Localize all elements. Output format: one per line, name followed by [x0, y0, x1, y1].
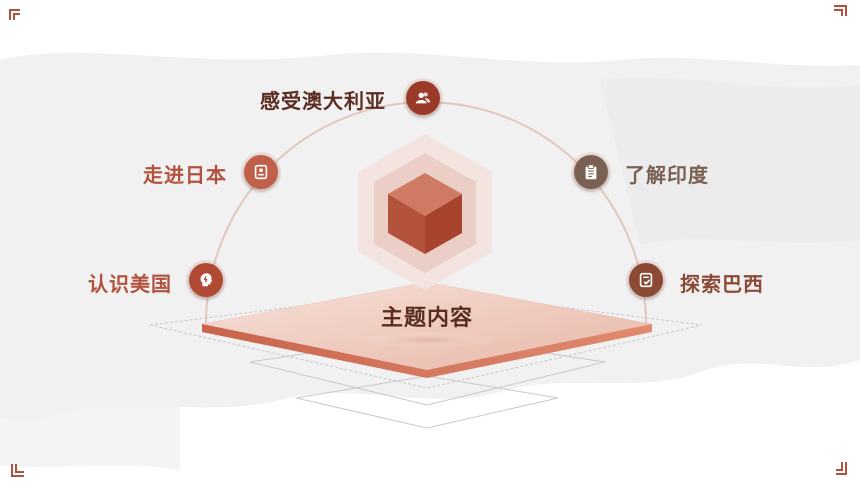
center-title: 主题内容 — [380, 306, 473, 331]
item-label-australia: 感受澳大利亚 — [260, 89, 386, 113]
item-label-japan: 走进日本 — [143, 163, 227, 187]
cube-emblem — [358, 134, 492, 290]
idea-head-icon[interactable] — [189, 263, 223, 297]
item-label-india: 了解印度 — [625, 163, 709, 187]
item-label-usa: 认识美国 — [88, 272, 172, 296]
checklist-icon[interactable] — [629, 263, 663, 297]
main-platform — [202, 282, 652, 378]
users-icon[interactable] — [406, 81, 440, 115]
item-label-brazil: 探索巴西 — [680, 272, 764, 296]
corner-marks — [9, 5, 847, 477]
id-badge-icon[interactable] — [244, 155, 278, 189]
clipboard-icon[interactable] — [574, 155, 608, 189]
